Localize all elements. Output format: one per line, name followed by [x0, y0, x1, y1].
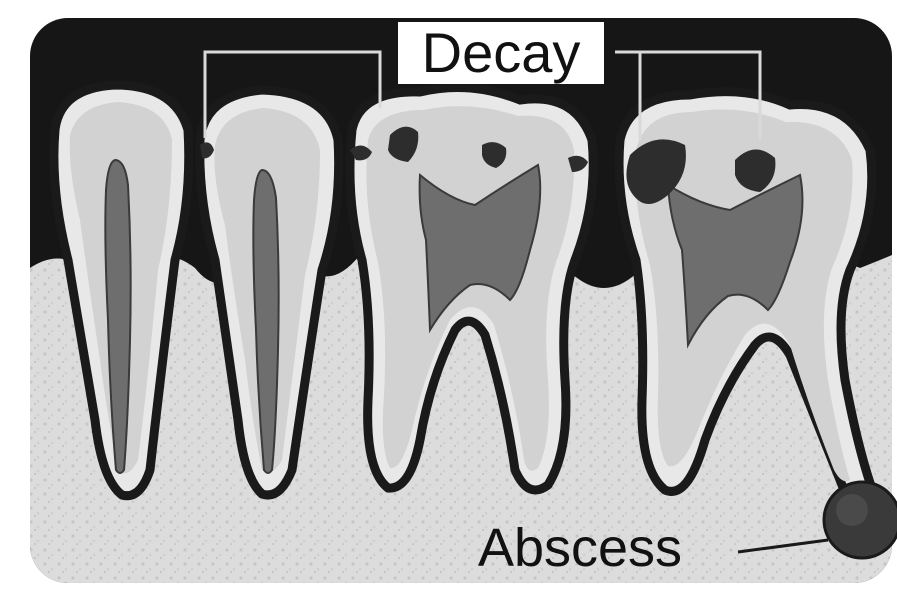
decay-label: Decay — [422, 21, 581, 84]
abscess-label: Abscess — [478, 518, 682, 578]
abscess-highlight — [836, 494, 868, 526]
